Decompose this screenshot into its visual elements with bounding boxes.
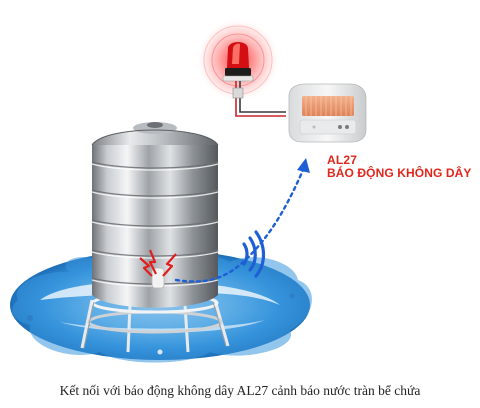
red-siren-light-icon — [196, 18, 286, 117]
product-name-label: BÁO ĐỘNG KHÔNG DÂY — [327, 166, 472, 180]
image-caption: Kết nối với báo động không dây AL27 cảnh… — [59, 383, 421, 398]
water-sensor-icon — [139, 249, 177, 289]
signal-path-arrow — [174, 158, 310, 283]
alarm-receiver-icon — [288, 83, 367, 143]
wireless-signal-icon — [242, 230, 266, 278]
product-model-label: AL27 — [327, 153, 358, 167]
